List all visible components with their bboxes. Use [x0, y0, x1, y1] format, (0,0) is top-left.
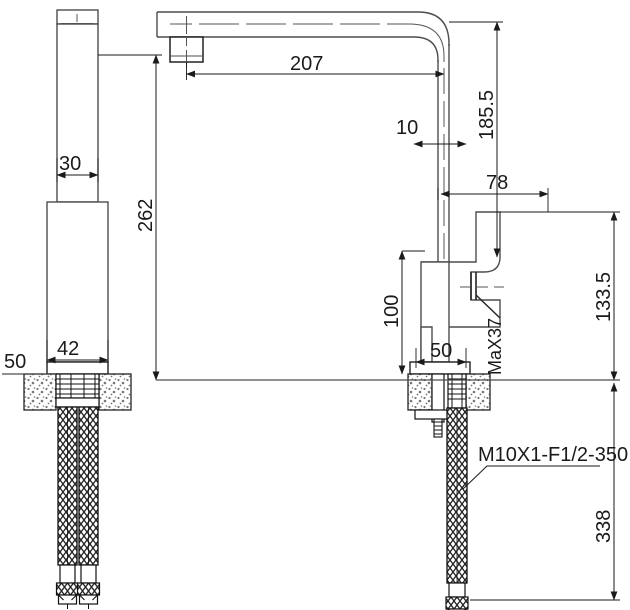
dim-base-width: 50	[430, 340, 452, 362]
dim-column-width-top: 30	[59, 153, 81, 175]
dim-spout-offset: 78	[486, 172, 508, 194]
front-view-braided-hose	[445, 407, 469, 610]
front-view-dimensions: 207 185.5 10 78 100 50 MaX37 133.5	[156, 21, 628, 601]
dim-spout-height: 185.5	[476, 90, 498, 140]
front-view-lever-arm	[475, 294, 501, 319]
dim-spout-tube-width: 10	[396, 117, 418, 139]
spout-centerline	[170, 23, 445, 62]
side-view-mounting-hardware	[55, 373, 100, 408]
front-view-mounting-stud	[414, 373, 467, 438]
side-view-base-plate	[46, 361, 109, 375]
dim-spout-reach: 207	[290, 53, 323, 75]
side-view-lower-body	[46, 201, 109, 363]
dim-body-height-right: 100	[381, 295, 403, 328]
side-view-braided-hoses	[55, 406, 101, 610]
dim-overall-height-right: 133.5	[593, 272, 615, 322]
hose-spec-leader	[462, 465, 600, 490]
spout-arm-outer-top	[157, 11, 450, 46]
front-view-base-plate	[409, 361, 471, 375]
label-hose-spec: M10X1-F1/2-350	[478, 444, 628, 466]
dim-hose-length: 338	[593, 510, 615, 543]
spout-arm-outer-bottom	[157, 36, 439, 62]
side-view-dimensions: 30 42 50 262	[2, 54, 162, 381]
front-view-group	[156, 11, 504, 610]
dim-body-height-left: 262	[135, 199, 157, 232]
dim-body-width-lower: 42	[57, 338, 79, 360]
dim-handle-clearance: MaX37	[485, 318, 505, 375]
side-view-group	[23, 9, 132, 610]
dim-counter-thickness-left: 50	[4, 351, 26, 373]
